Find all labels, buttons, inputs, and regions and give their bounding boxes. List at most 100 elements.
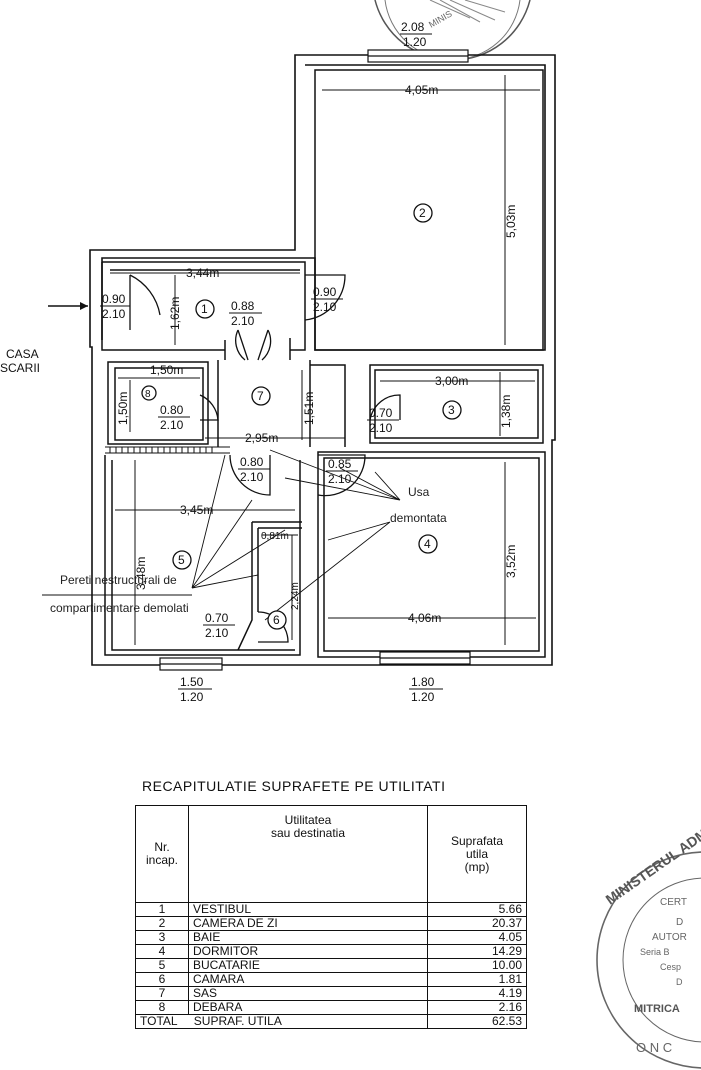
annotation-demontata: demontata [390,511,447,525]
dim-r2-width: 4,05m [405,83,438,97]
win-bl-width: 1.50 [180,675,204,689]
entrance-label-scarii: SCARII [0,361,40,375]
room-4-number: 4 [424,537,431,551]
opening-door-r4: 0.85 2.10 [326,457,358,486]
stamp-line-2: D [676,917,683,928]
row-area: 10.00 [427,958,527,973]
room-7-marker [251,386,271,406]
door-r8-height: 2.10 [160,418,184,432]
door-r5-width: 0.80 [240,455,264,469]
dim-r1-width: 3,44m [186,266,219,280]
row-area: 4.05 [427,930,527,945]
total-label: TOTAL SUPRAF. UTILA [135,1014,428,1029]
door-r4-height: 2.10 [328,472,352,486]
window-bottom-left [159,657,223,671]
stamp-line-6: D [676,977,683,987]
room-5-walls [104,455,301,656]
row-area: 4.19 [427,986,527,1001]
room-8-number: 8 [145,389,151,400]
header-supr-line2: utila [465,846,488,861]
room-3-marker [442,400,462,420]
dim-r4-length: 3,52m [504,545,518,578]
row-name: BUCATARIE [188,958,428,973]
dim-r5-width: 3,45m [180,503,213,517]
room-4-marker [418,534,438,554]
entrance-arrow [48,302,88,310]
row-nr: 4 [135,944,189,959]
row-name: CAMERA DE ZI [188,916,428,931]
row-nr: 3 [135,930,189,945]
annotation-pereti: Pereti nestructurali de [60,573,177,587]
dimension-lines [110,75,540,645]
door-r2-width: 0.90 [313,285,337,299]
row-area: 1.81 [427,972,527,987]
row-nr: 2 [135,916,189,931]
recap-table: Nr. incap. Utilitatea sau destinatia Sup… [135,805,527,1029]
dim-r6-length: 2,24m [290,582,301,610]
dim-r8-width: 1,50m [150,363,183,377]
win-bl-height: 1.20 [180,690,204,704]
room-7-number: 7 [257,389,264,403]
door-r3-height: 2.10 [369,421,393,435]
header-utilitatea: Utilitatea sau destinatia [188,805,428,903]
room-7-walls [217,360,346,447]
opening-door-r5: 0.80 2.10 [238,455,270,484]
row-nr: 1 [135,902,189,917]
door-r1r7-height: 2.10 [231,314,255,328]
annotation-compartimentare: compartimentare demolati [50,601,189,615]
stamp-ring-text: MINISTERUL ADMI [603,823,701,907]
row-area: 14.29 [427,944,527,959]
door-r3-width: 0.70 [369,406,393,420]
dim-r8-length: 1,50m [116,392,130,425]
stamp-line-1: CERT [660,897,687,908]
room-3-number: 3 [448,403,455,417]
row-area: 20.37 [427,916,527,931]
row-nr: 7 [135,986,189,1001]
door-r6-height: 2.10 [205,626,229,640]
header-supr-line1: Suprafata [450,833,504,848]
window-bottom-right [379,651,471,665]
header-supr-line3: (mp) [464,859,490,874]
room-5-number: 5 [178,553,185,567]
win-top-width: 2.08 [401,20,425,34]
entrance-label-casa: CASA [6,347,39,361]
opening-win-top: 2.08 1.20 [400,20,432,49]
door-r4-width: 0.85 [328,457,352,471]
row-nr: 5 [135,958,189,973]
door-entrance-height: 2.10 [102,307,126,321]
room-2-walls [314,69,544,351]
row-name: DEBARA [188,1000,428,1015]
header-util-line2: sau destinatia [270,826,346,840]
opening-door-r8: 0.80 2.10 [158,403,190,432]
door-entrance-width: 0.90 [102,292,126,306]
annotation-usa: Usa [408,485,430,499]
door-r8-width: 0.80 [160,403,184,417]
win-top-height: 1.20 [403,35,427,49]
opening-door-r2: 0.90 2.10 [311,285,343,314]
dim-r7-length: 1,51m [302,392,316,425]
stamp-top-text: MINIS [427,9,454,30]
row-area: 5.66 [427,902,527,917]
dim-r2-length: 5,03m [504,205,518,238]
stamp-line-8: O N C [636,1040,672,1055]
table-header-row: Nr. incap. Utilitatea sau destinatia Sup… [135,805,527,903]
room-6-marker [267,610,287,630]
row-name: CAMARA [188,972,428,987]
row-name: BAIE [188,930,428,945]
window-top [367,49,469,63]
opening-win-bottom-right: 1.80 1.20 [409,675,443,704]
header-nr-line2: incap. [145,853,179,867]
stamp-line-5: Cesp [660,962,681,972]
room-6-walls [237,521,302,651]
total-value: 62.53 [427,1014,527,1029]
room-2-number: 2 [419,206,426,220]
win-br-height: 1.20 [411,690,435,704]
